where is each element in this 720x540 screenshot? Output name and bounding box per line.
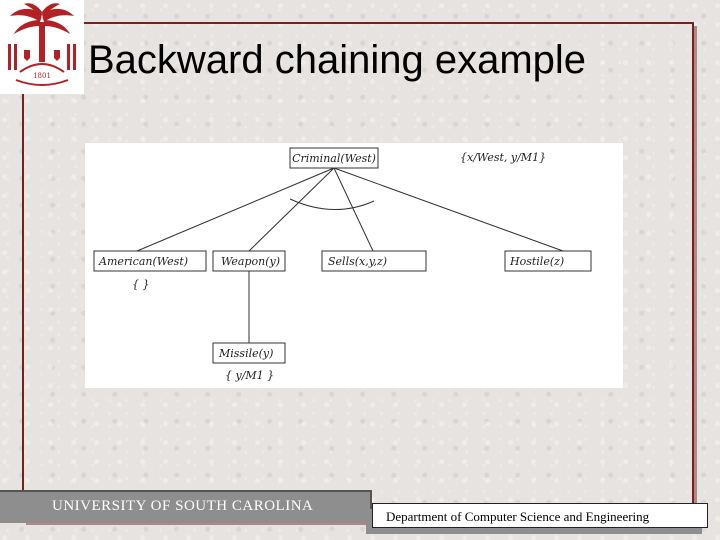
node-label: Weapon(y): [221, 255, 280, 268]
node-criminal-west: Criminal(West): [289, 147, 379, 169]
edge-root-hostile: [333, 167, 564, 252]
proof-tree: Criminal(West) {x/West, y/M1} American(W…: [93, 147, 592, 382]
node-label: Missile(y): [218, 347, 273, 360]
node-missile-y: Missile(y): [212, 342, 286, 364]
node-label: American(West): [98, 255, 188, 268]
node-label: Criminal(West): [292, 152, 376, 165]
node-american-west: American(West): [93, 250, 207, 272]
palmetto-seal-icon: 1801: [8, 3, 76, 86]
department-footer: Department of Computer Science and Engin…: [372, 503, 708, 528]
node-label: Sells(x,y,z): [328, 255, 387, 268]
backward-chaining-diagram: Criminal(West) {x/West, y/M1} American(W…: [85, 143, 623, 388]
edge-root-american: [136, 167, 335, 252]
university-logo: 1801: [0, 0, 84, 94]
node-label: Hostile(z): [509, 255, 564, 268]
logo-year: 1801: [33, 72, 51, 80]
american-substitution: { }: [132, 278, 150, 291]
missile-substitution: { y/M1 }: [225, 369, 274, 382]
edge-root-sells: [333, 167, 374, 252]
edge-root-weapon: [248, 167, 335, 252]
node-weapon-y: Weapon(y): [212, 250, 286, 272]
node-sells-xyz: Sells(x,y,z): [321, 250, 427, 272]
root-substitution: {x/West, y/M1}: [460, 151, 546, 164]
slide-title: Backward chaining example: [88, 38, 587, 82]
node-hostile-z: Hostile(z): [504, 250, 592, 272]
and-arc: [289, 198, 375, 210]
university-footer: UNIVERSITY OF SOUTH CAROLINA: [0, 490, 372, 523]
